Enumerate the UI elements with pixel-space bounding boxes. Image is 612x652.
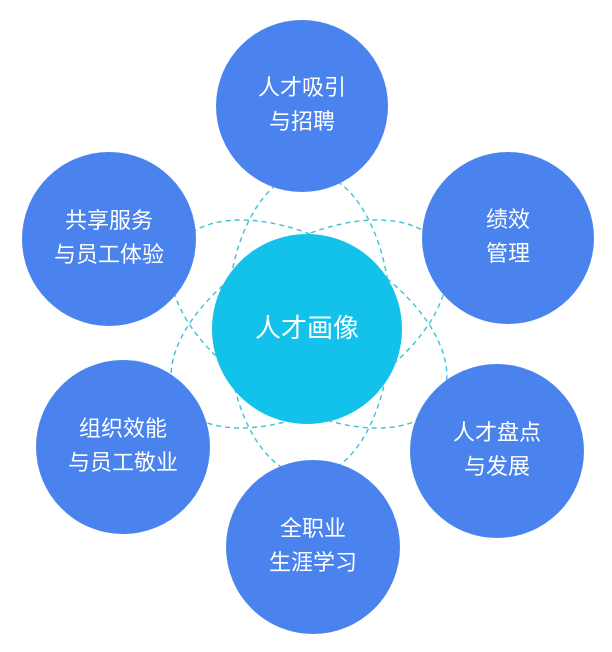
node-recruitment: 人才吸引 与招聘 [216, 20, 388, 192]
node-shared-services: 共享服务 与员工体验 [22, 152, 196, 326]
node-label-line: 全职业 [279, 517, 346, 542]
node-label-line: 管理 [485, 242, 530, 267]
node-label-line: 与招聘 [268, 110, 335, 135]
node-label-line: 与员工体验 [53, 243, 164, 268]
node-talent-review: 人才盘点 与发展 [410, 364, 584, 538]
node-label-line: 共享服务 [64, 209, 153, 234]
node-performance: 绩效 管理 [422, 152, 594, 324]
center-node: 人才画像 [212, 234, 402, 424]
node-label-line: 与员工敬业 [67, 451, 178, 476]
center-label: 人才画像 [254, 314, 359, 344]
node-label-line: 与发展 [463, 455, 530, 480]
node-label-line: 生涯学习 [268, 551, 357, 576]
node-career-learning: 全职业 生涯学习 [226, 460, 400, 634]
node-org-effectiveness: 组织效能 与员工敬业 [36, 360, 210, 534]
node-label-line: 人才吸引 [257, 76, 346, 101]
node-label-line: 人才盘点 [452, 421, 541, 446]
node-label-line: 绩效 [485, 208, 530, 233]
node-label-line: 组织效能 [78, 417, 167, 442]
